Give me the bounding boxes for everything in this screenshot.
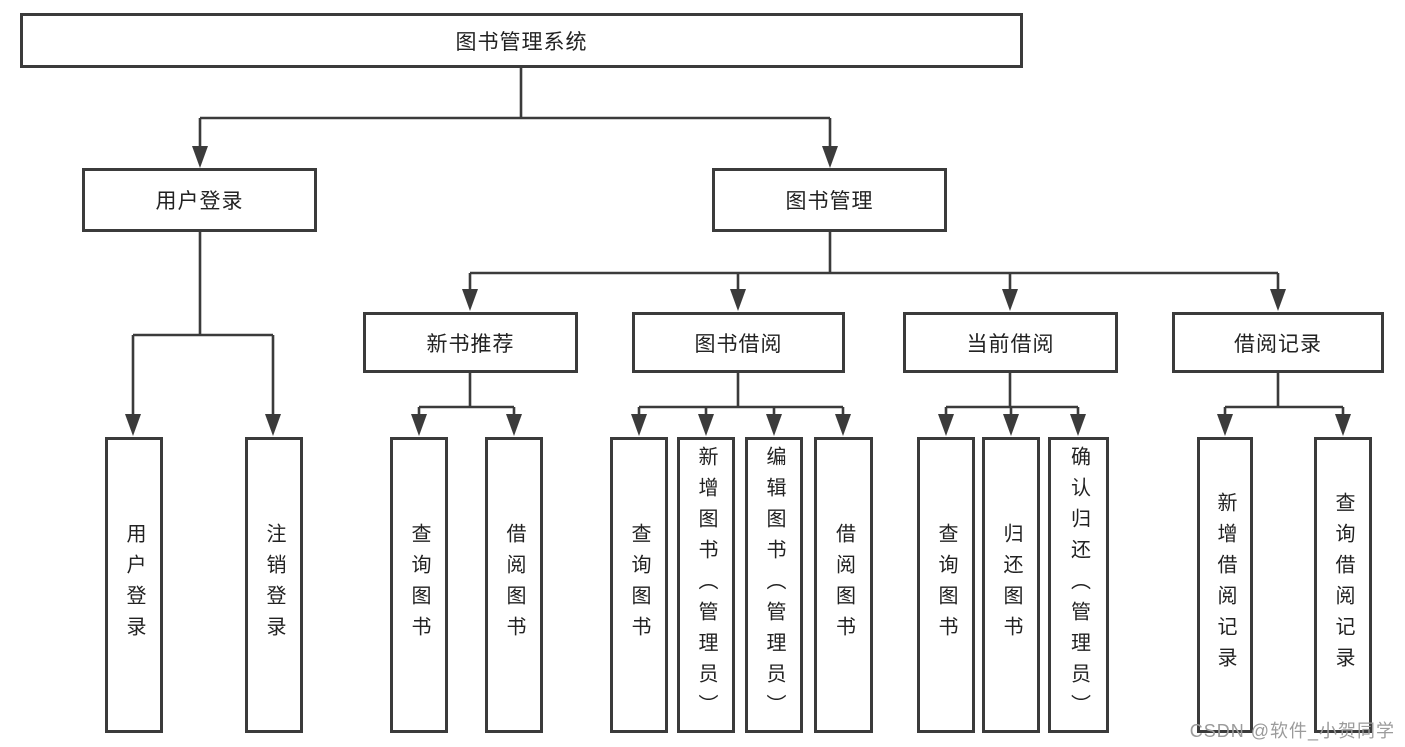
node-library-system: 图书管理系统 <box>20 13 1023 68</box>
node-query-books-recommend: 查询图书 <box>390 437 448 733</box>
node-user-login-action: 用户登录 <box>105 437 163 733</box>
node-book-management: 图书管理 <box>712 168 947 232</box>
node-query-borrow-record: 查询借阅记录 <box>1314 437 1372 733</box>
node-query-books-current: 查询图书 <box>917 437 975 733</box>
node-add-books-admin: 新增图书（管理员） <box>677 437 735 733</box>
csdn-watermark: CSDN @软件_小贺同学 <box>1189 721 1395 741</box>
node-borrow-books-action: 借阅图书 <box>814 437 873 733</box>
node-return-books: 归还图书 <box>982 437 1040 733</box>
node-borrow-books-recommend: 借阅图书 <box>485 437 543 733</box>
node-current-borrowing: 当前借阅 <box>903 312 1118 373</box>
node-query-books-borrowing: 查询图书 <box>610 437 668 733</box>
node-book-borrowing: 图书借阅 <box>632 312 845 373</box>
node-logout-action: 注销登录 <box>245 437 303 733</box>
node-confirm-return-admin: 确认归还（管理员） <box>1048 437 1109 733</box>
node-user-login: 用户登录 <box>82 168 317 232</box>
node-borrowing-records: 借阅记录 <box>1172 312 1384 373</box>
node-edit-books-admin: 编辑图书（管理员） <box>745 437 803 733</box>
node-add-borrow-record: 新增借阅记录 <box>1197 437 1253 733</box>
node-new-book-recommendation: 新书推荐 <box>363 312 578 373</box>
